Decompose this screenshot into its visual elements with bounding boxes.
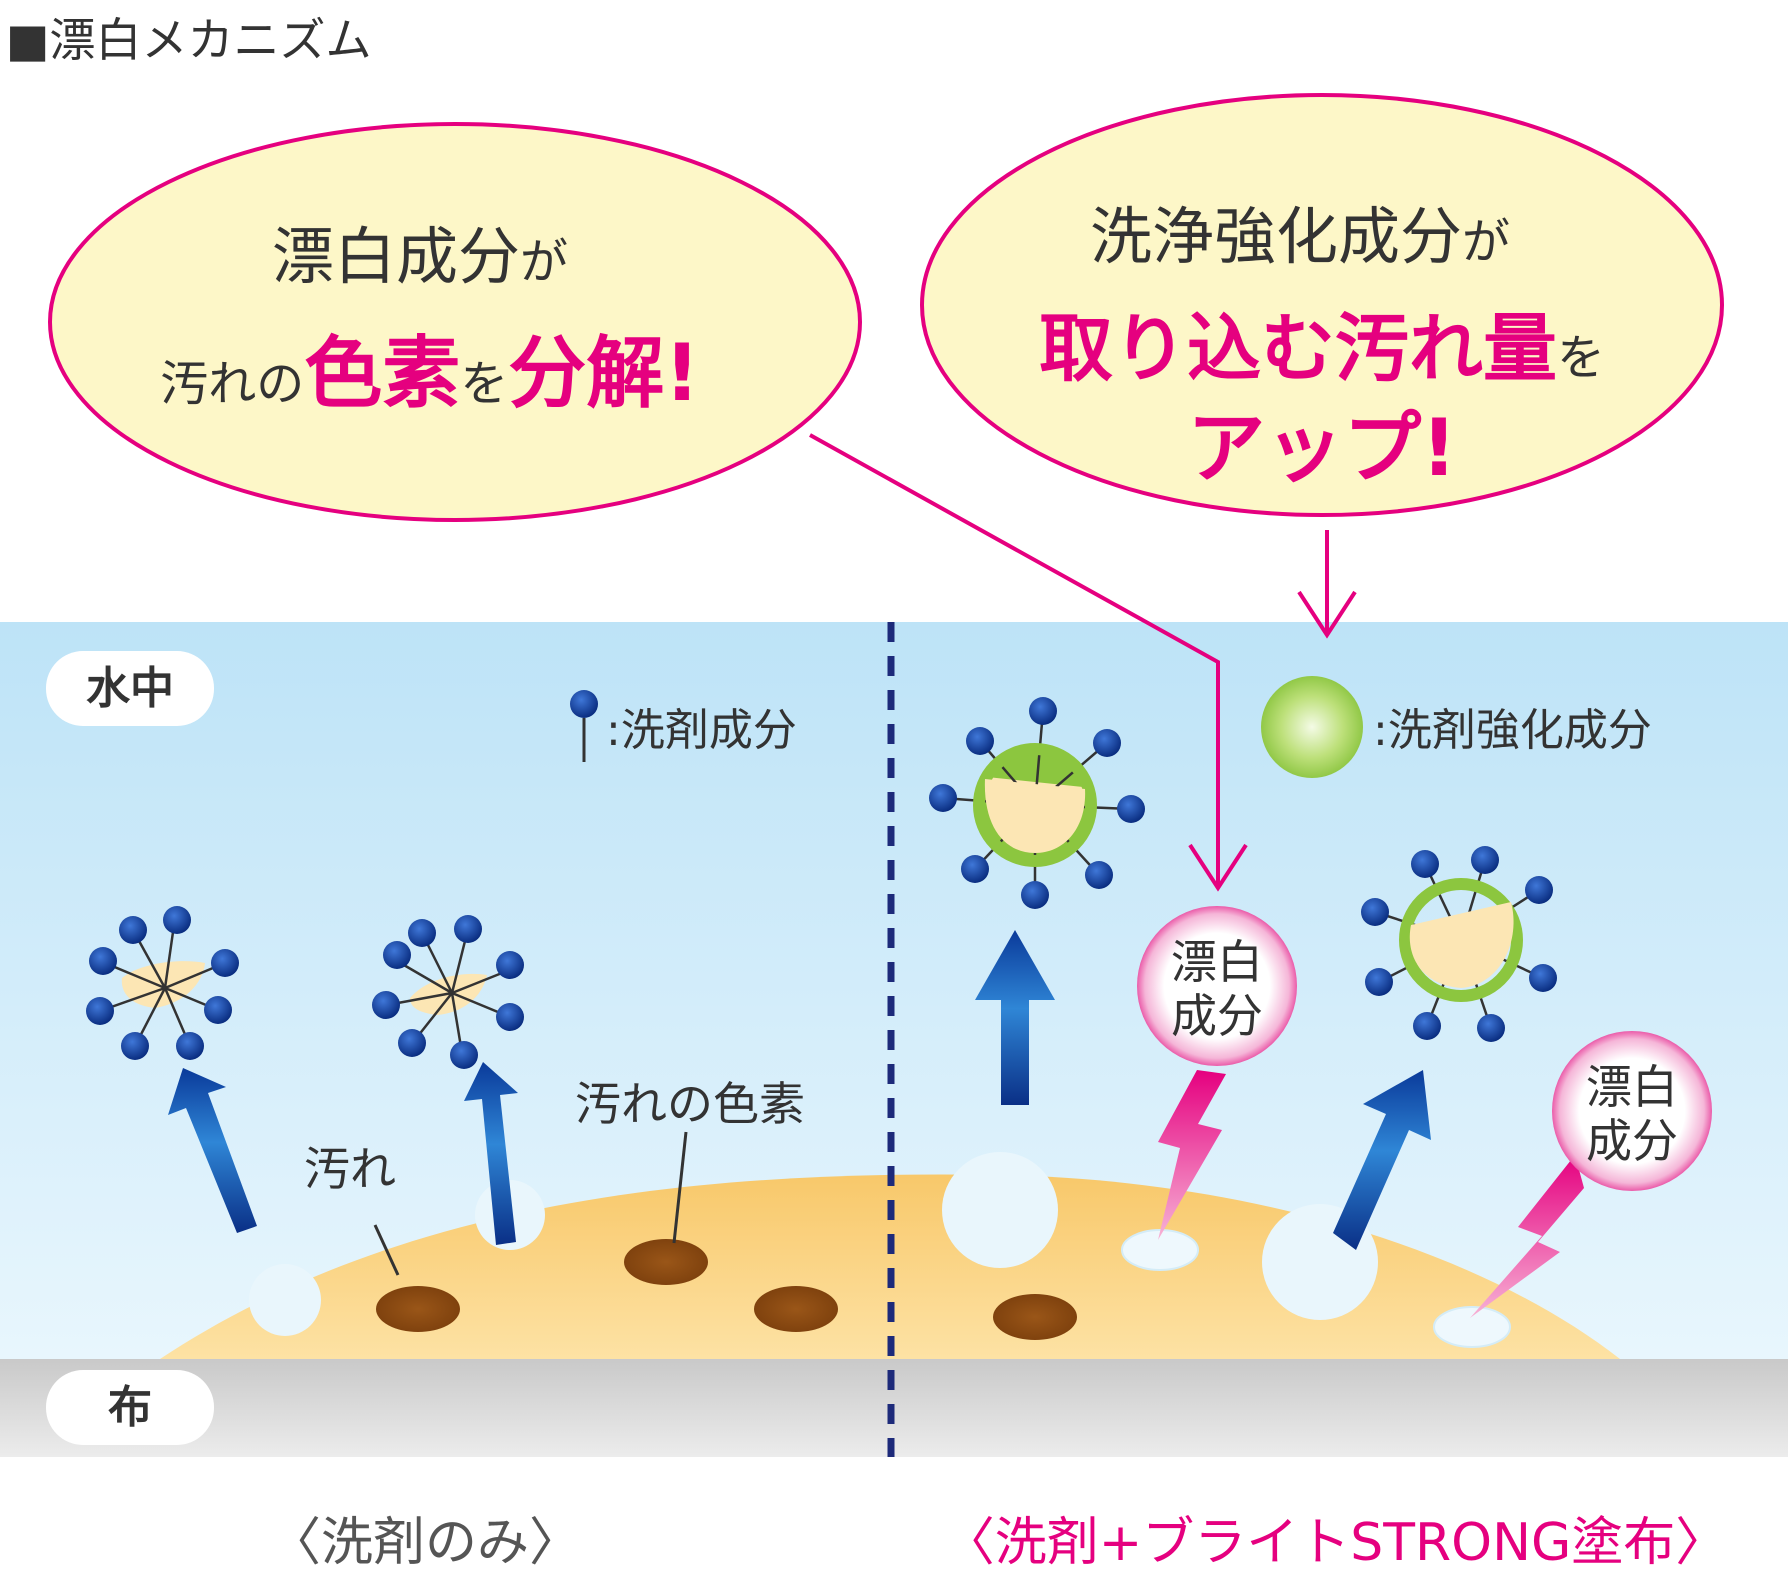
bubble-right-line2: 取り込む汚れ量を: [1039, 306, 1605, 392]
caption-left: 〈洗剤のみ〉: [269, 1513, 581, 1566]
svg-text:成分: 成分: [1171, 989, 1263, 1043]
lightning-bolts: [1158, 1070, 1584, 1318]
speech-bubble-right: [920, 93, 1724, 517]
detergent-legend-icon: [570, 690, 598, 762]
speech-bubble-left: [48, 122, 862, 522]
detergent-micelle-1: [86, 906, 239, 1060]
enhancer-legend-label: :洗剤強化成分: [1373, 705, 1652, 756]
enhanced-micelle-2: [1361, 846, 1557, 1042]
bubble-right-line1: 洗浄強化成分が: [1090, 200, 1510, 273]
bubble-left-line1: 漂白成分が: [272, 220, 568, 293]
svg-text:成分: 成分: [1586, 1114, 1678, 1168]
svg-text:漂白: 漂白: [1586, 1060, 1678, 1114]
bleach-sphere-1: 漂白 成分: [1137, 906, 1297, 1066]
water-label: 水中: [86, 663, 174, 714]
cloth-label-pill: [46, 1370, 214, 1445]
page-title: ■漂白メカニズム: [6, 13, 372, 67]
stain-label: 汚れ: [304, 1142, 396, 1196]
svg-text:漂白: 漂白: [1171, 935, 1263, 989]
enhancer-legend-icon: [1261, 676, 1363, 778]
pigment-spots: [376, 1239, 1077, 1340]
cloth-label: 布: [108, 1382, 152, 1433]
bleach-sphere-2: 漂白 成分: [1552, 1031, 1712, 1191]
upward-arrows: [168, 930, 1431, 1250]
bleached-spots: [1121, 1229, 1511, 1348]
connector-arrows: [809, 433, 1357, 892]
caption-right: 〈洗剤+ブライトSTRONG塗布〉: [943, 1513, 1728, 1566]
detergent-legend-label: :洗剤成分: [606, 705, 797, 756]
enhanced-micelle-1: [929, 697, 1145, 909]
detergent-micelle-2: [372, 915, 524, 1069]
bubble-left-line2: 汚れの色素を分解!: [160, 329, 700, 419]
stain-pigment-label: 汚れの色素: [575, 1077, 805, 1131]
bubble-right-line3: アップ!: [1187, 404, 1457, 494]
water-label-pill: [46, 651, 214, 726]
